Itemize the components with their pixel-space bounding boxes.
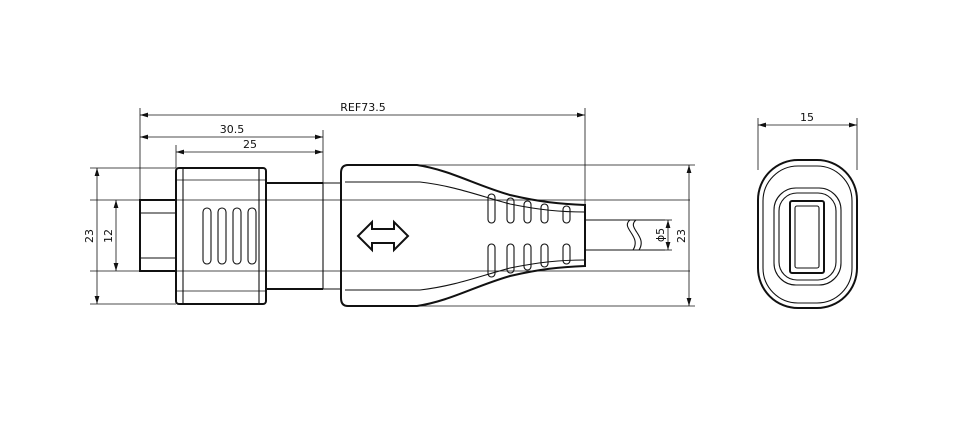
dimension-label-23-right: 23 xyxy=(675,229,688,243)
grip-slots xyxy=(202,207,257,265)
plug-tip xyxy=(139,199,176,272)
dimension-height-left: 23 xyxy=(83,167,176,305)
end-view xyxy=(757,159,858,309)
dimension-label-ref: REF73.5 xyxy=(340,101,385,114)
dimension-height-right: 23 xyxy=(420,164,695,307)
dimension-width-15: 15 xyxy=(757,111,858,170)
side-view xyxy=(90,164,690,307)
dimension-label-30-5: 30.5 xyxy=(220,123,245,136)
dimension-label-15: 15 xyxy=(800,111,814,124)
dimension-height-12: 12 xyxy=(102,200,119,271)
dimension-diameter-5: ϕ5 xyxy=(654,219,672,251)
dimension-label-23-left: 23 xyxy=(83,229,96,243)
reference-lines xyxy=(90,199,690,272)
dimension-label-diameter: ϕ5 xyxy=(654,228,667,242)
double-headed-arrow-icon xyxy=(356,219,410,253)
dimension-label-12: 12 xyxy=(102,229,115,243)
dimension-ref-length: REF73.5 xyxy=(139,101,586,205)
neck xyxy=(266,182,324,290)
grip-housing xyxy=(175,167,267,305)
dimension-30-5: 30.5 xyxy=(140,123,324,183)
cable xyxy=(585,219,665,251)
tapered-boot xyxy=(323,164,586,307)
dimension-25: 25 xyxy=(175,138,323,168)
dimensions: REF73.5 30.5 25 23 12 xyxy=(83,101,858,307)
boot-ribs xyxy=(487,193,571,278)
dimension-label-25: 25 xyxy=(243,138,257,151)
